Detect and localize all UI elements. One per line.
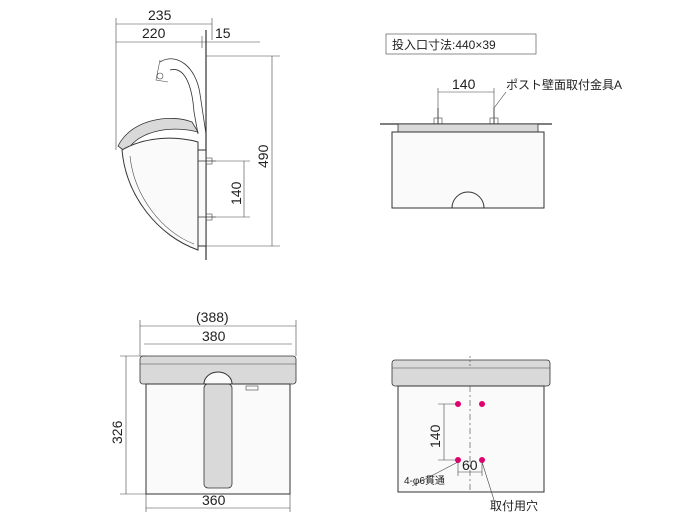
dim-140-opening: 140 bbox=[452, 76, 476, 92]
dim-220: 220 bbox=[142, 25, 166, 41]
mount-hole-icon bbox=[455, 401, 461, 407]
dim-380: 380 bbox=[202, 328, 226, 344]
front-view: (388) 380 326 360 bbox=[109, 309, 297, 512]
opening-view: 投入口寸法:440×39 140 ポスト壁面取付金具A bbox=[380, 33, 622, 209]
dim-60: 60 bbox=[462, 457, 478, 473]
hole-label: 4-φ6貫通 bbox=[404, 475, 445, 487]
mount-hole-icon bbox=[455, 457, 461, 463]
dim-388: (388) bbox=[196, 309, 229, 325]
dim-15: 15 bbox=[215, 25, 231, 41]
side-view: 235 220 15 140 490 bbox=[115, 7, 280, 260]
dim-235: 235 bbox=[148, 7, 172, 23]
back-view: 140 60 4-φ6貫通 取付用穴 bbox=[391, 356, 551, 513]
mount-hole-icon bbox=[479, 457, 485, 463]
dim-360: 360 bbox=[202, 492, 226, 508]
opening-caption: 投入口寸法:440×39 bbox=[392, 37, 496, 52]
mount-label: 取付用穴 bbox=[490, 498, 538, 513]
dim-140-side: 140 bbox=[228, 181, 244, 205]
dim-140-back: 140 bbox=[427, 424, 443, 448]
dim-326: 326 bbox=[109, 420, 125, 444]
bracket-label: ポスト壁面取付金具A bbox=[506, 77, 622, 92]
dim-490: 490 bbox=[255, 144, 271, 168]
mount-hole-icon bbox=[479, 401, 485, 407]
